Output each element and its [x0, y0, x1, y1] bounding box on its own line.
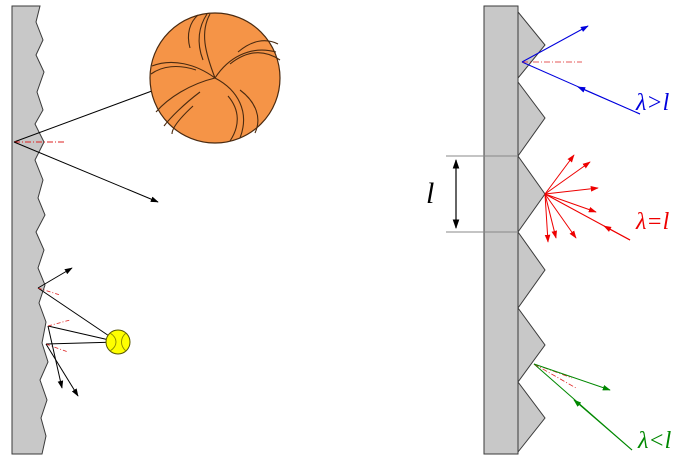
right-panel: l λ>l λ=l: [426, 6, 672, 454]
red-diffracted-ray-4: [545, 194, 596, 212]
period-label: l: [426, 177, 434, 210]
tennis-reflected-ray-1: [38, 268, 72, 288]
green-label: λ<l: [637, 428, 672, 454]
red-label: λ=l: [635, 209, 670, 235]
left-panel: [12, 6, 280, 454]
tennis-ball-rays: [38, 268, 118, 396]
rough-wall: [12, 6, 48, 454]
tennis-normal-2: [48, 320, 70, 326]
tennis-reflected-ray-3: [46, 344, 78, 396]
red-rays: λ=l: [545, 155, 670, 242]
tennis-normal-3: [46, 344, 68, 352]
blue-incident-arrow: [578, 87, 640, 114]
grating-wall: [484, 6, 545, 454]
red-diffracted-ray-1: [545, 155, 574, 194]
green-rays: λ<l: [534, 364, 672, 454]
tennis-reflected-ray-2: [48, 326, 62, 388]
green-incident-arrow: [574, 400, 632, 450]
red-incident-arrow: [604, 226, 630, 240]
blue-label: λ>l: [635, 90, 670, 116]
red-diffracted-ray-5: [545, 194, 576, 238]
volleyball-icon: [150, 13, 280, 143]
tennis-ball-icon: [106, 330, 130, 354]
blue-rays: λ>l: [522, 26, 670, 116]
